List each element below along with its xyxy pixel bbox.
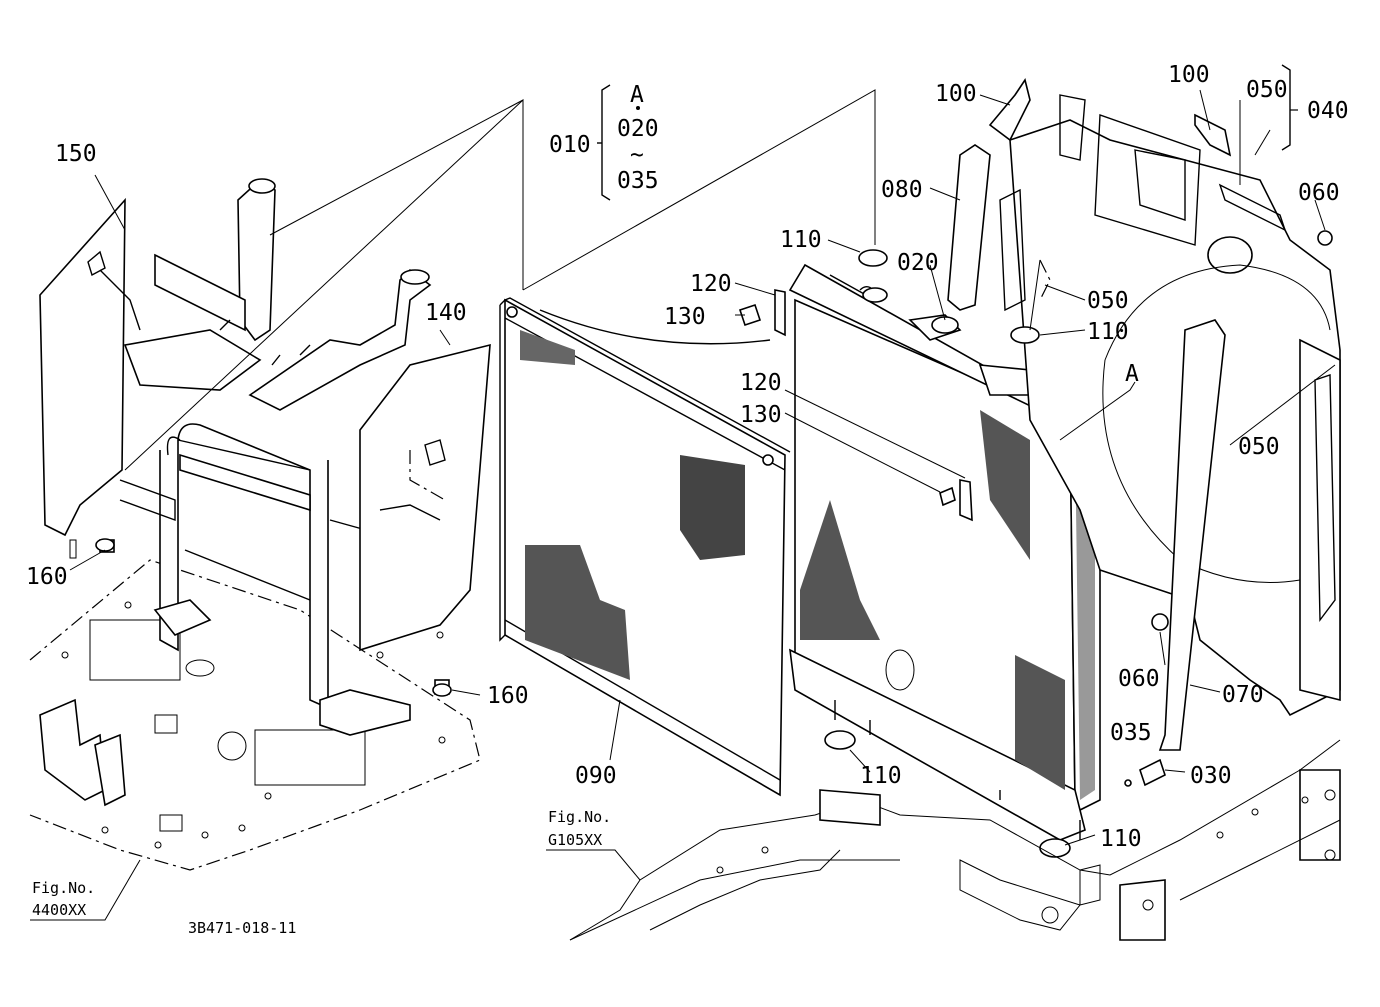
part-label-110-bottom-left: 110 <box>860 763 902 789</box>
part-label-030: 030 <box>1190 763 1232 789</box>
part-label-120-lower: 120 <box>740 370 782 396</box>
part-label-060-top: 060 <box>1298 180 1340 206</box>
figure-reference-G105XX: Fig.No. G105XX <box>546 808 641 881</box>
part-label-090: 090 <box>575 763 617 789</box>
fig-ref-number-left: 4400XX <box>32 901 86 919</box>
part-label-110-bottom-right: 110 <box>1100 826 1142 852</box>
part-label-140: 140 <box>425 300 467 326</box>
fig-ref-label-right: Fig.No. <box>548 808 611 826</box>
part-label-150: 150 <box>55 141 97 167</box>
part-label-160-left: 160 <box>26 564 68 590</box>
radiator-core <box>788 263 1101 841</box>
group-label-main: 010 <box>549 132 591 158</box>
leader-lines <box>69 89 1336 846</box>
clip-100 <box>988 78 1232 157</box>
part-label-100-right: 100 <box>1168 62 1210 88</box>
part-label-160-right: 160 <box>487 683 529 709</box>
side-cover-140 <box>359 343 491 695</box>
seal-080 <box>947 144 991 311</box>
part-label-050-top: 050 <box>1246 77 1288 103</box>
part-label-A: A <box>1125 361 1139 387</box>
part-label-040: 040 <box>1307 98 1349 124</box>
part-label-100-left: 100 <box>935 81 977 107</box>
screen-090 <box>499 297 791 797</box>
part-label-130-lower: 130 <box>740 402 782 428</box>
fan-shroud-040 <box>999 94 1341 717</box>
part-label-050-mid: 050 <box>1087 288 1129 314</box>
part-number-labels: 150 140 160 160 090 120 130 120 130 110 … <box>26 62 1349 852</box>
part-label-120-upper: 120 <box>690 271 732 297</box>
part-label-110-top: 110 <box>780 227 822 253</box>
group-label-start: 020 <box>617 116 659 142</box>
figure-reference-4400XX: Fig.No. 4400XX <box>30 859 141 921</box>
part-label-130-upper: 130 <box>664 304 706 330</box>
side-cover-150 <box>39 197 141 559</box>
group-label-top: A <box>630 82 644 108</box>
part-label-080: 080 <box>881 177 923 203</box>
part-label-035: 035 <box>1110 720 1152 746</box>
part-label-070: 070 <box>1222 682 1264 708</box>
radiator-frame <box>119 178 432 736</box>
drawing-number: 3B471-018-11 <box>188 919 296 937</box>
seal-070 <box>1158 319 1226 751</box>
part-label-060-bottom: 060 <box>1118 666 1160 692</box>
part-label-050-right: 050 <box>1238 434 1280 460</box>
chassis-rails <box>569 739 1341 941</box>
group-label-tilde: ~ <box>630 142 644 168</box>
part-label-020: 020 <box>897 250 939 276</box>
group-label-end: 035 <box>617 168 659 194</box>
part-label-110-mid: 110 <box>1087 319 1129 345</box>
hardware <box>95 230 1333 858</box>
floor-plate <box>29 559 481 871</box>
fig-ref-label-left: Fig.No. <box>32 879 95 897</box>
assembly-group-bracket: 010 A 020 ~ 035 <box>549 64 1298 201</box>
fig-ref-number-right: G105XX <box>548 831 602 849</box>
